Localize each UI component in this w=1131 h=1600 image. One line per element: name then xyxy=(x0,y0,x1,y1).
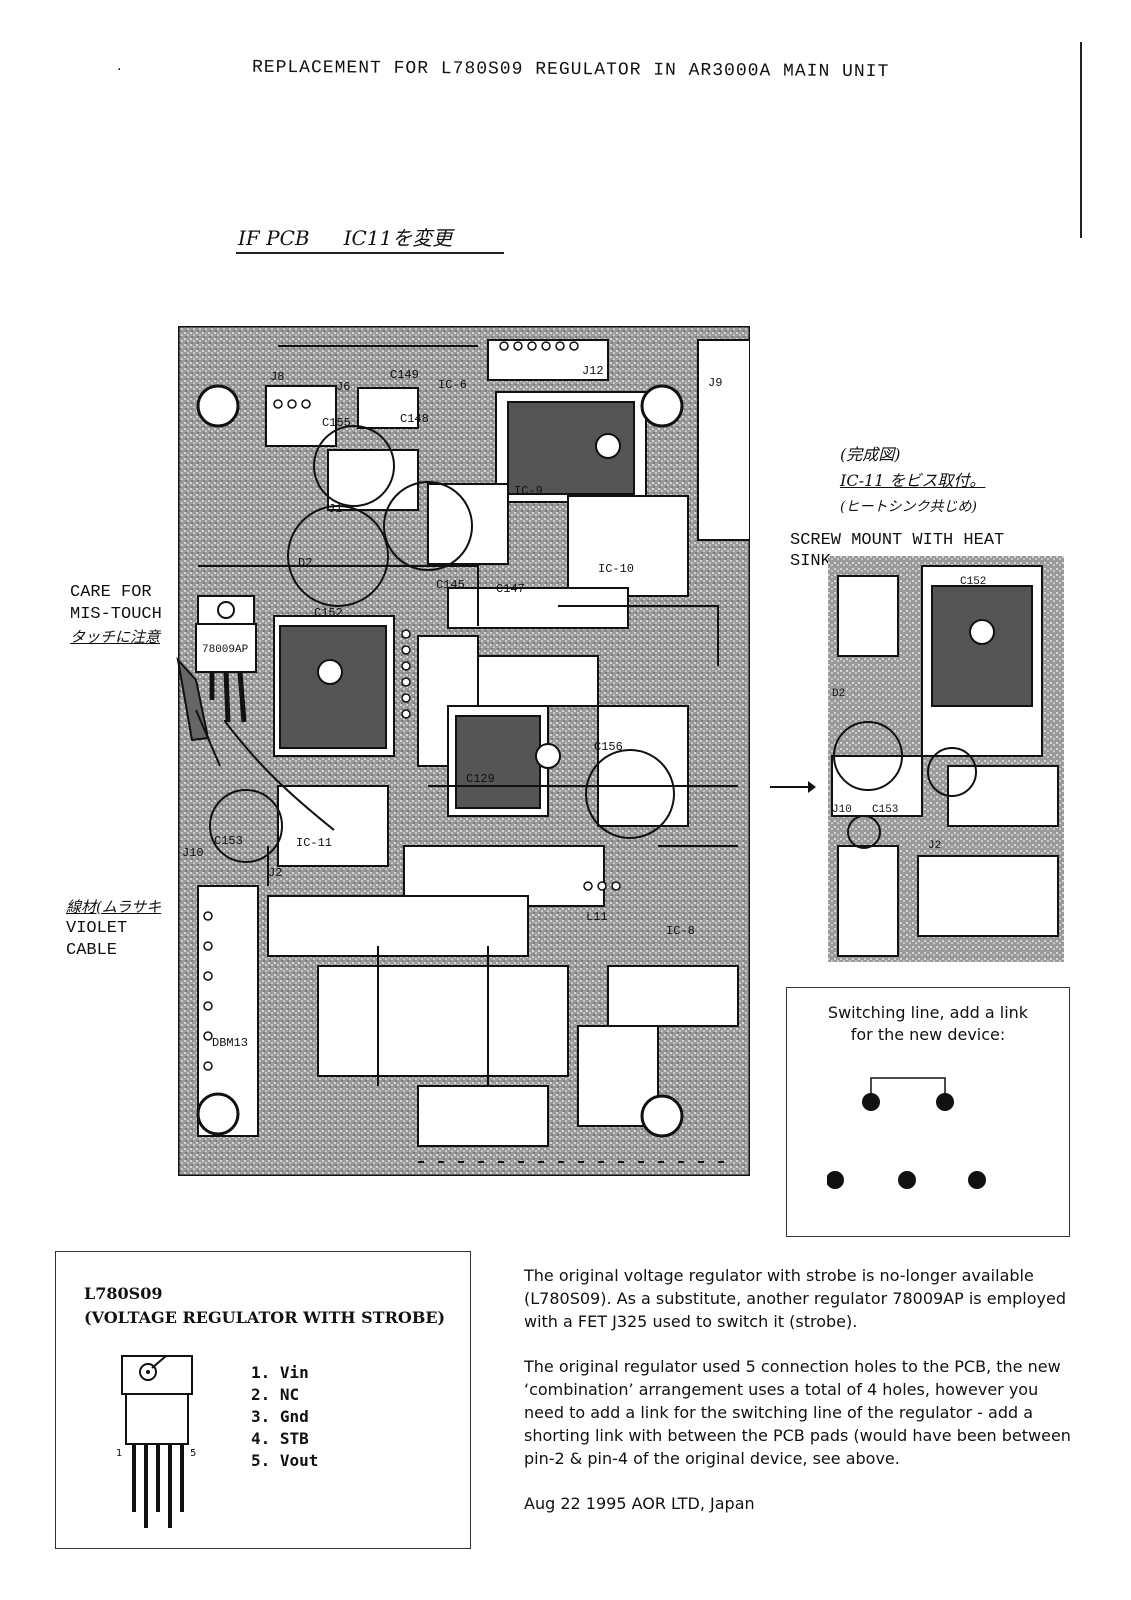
pcb-label: IC-10 xyxy=(598,562,634,576)
violet-note-jp: 線材(ムラサキ xyxy=(66,898,162,916)
violet-cable-note: 線材(ムラサキ VIOLET CABLE xyxy=(66,896,161,962)
pcb-label: J10 xyxy=(182,846,204,860)
pin-item: 3. Gnd xyxy=(251,1407,309,1426)
violet-line-1: VIOLET xyxy=(66,919,128,938)
regulator-pinout-box: L780S09 (VOLTAGE REGULATOR WITH STROBE) … xyxy=(55,1251,471,1549)
pcb-label: C129 xyxy=(466,772,495,786)
pin-item: 5. Vout xyxy=(251,1451,319,1470)
pad-dot xyxy=(862,1093,880,1111)
pcb-label: D2 xyxy=(298,556,312,570)
screw-line-1: SCREW MOUNT WITH HEAT xyxy=(790,531,1005,550)
description-paragraph-2: The original regulator used 5 connection… xyxy=(524,1357,1071,1468)
pin-mark-1: 1 xyxy=(116,1448,122,1459)
complete-jp-3: (ヒートシンク共じめ) xyxy=(840,499,977,515)
pcb-label: J2 xyxy=(268,866,282,880)
pin-list: 1. Vin 2. NC 3. Gnd 4. STB 5. Vout xyxy=(251,1362,318,1472)
pcb-label: C152 xyxy=(960,576,986,588)
switching-line-box: Switching line, add a link for the new d… xyxy=(786,987,1070,1237)
regulator-78009ap-drawing: 78009AP xyxy=(176,595,257,767)
pcb-label: J1 xyxy=(328,502,342,516)
description-paragraph-1: The original voltage regulator with stro… xyxy=(524,1266,1067,1331)
pin-item: 2. NC xyxy=(251,1385,300,1404)
pcb-label: J8 xyxy=(270,370,284,384)
violet-cable-line xyxy=(224,720,335,831)
regulator-package-icon: 1 5 xyxy=(116,1355,196,1528)
pad-dot xyxy=(898,1171,916,1189)
pcb-label: J6 xyxy=(336,380,350,394)
complete-jp-1: (完成図) xyxy=(840,445,901,464)
pcb-label: IC-11 xyxy=(296,836,332,850)
screw-line-2: SINK xyxy=(790,552,831,571)
pcb-label: J12 xyxy=(582,364,604,378)
pcb-label: D2 xyxy=(832,688,845,700)
pcb-label: J9 xyxy=(708,376,722,390)
pcb-label: C149 xyxy=(390,368,419,382)
care-line-1: CARE FOR xyxy=(70,583,152,602)
right-arrow-icon xyxy=(770,781,816,793)
pcb-main-drawing: J8 J6 J12 C149 IC-6 C155 C148 J9 J1 IC-9… xyxy=(178,326,750,1176)
stray-dot: · xyxy=(117,62,122,78)
pcb-completed-drawing: C152 D2 C153 J10 J2 xyxy=(828,556,1064,962)
regulator-marking: 78009AP xyxy=(202,644,249,656)
complete-jp-2: IC-11 をビス取付。 xyxy=(840,471,986,490)
pcb-label: C155 xyxy=(322,416,351,430)
link-wire xyxy=(870,1077,946,1098)
description-text: The original voltage regulator with stro… xyxy=(524,1264,1074,1537)
description-date: Aug 22 1995 AOR LTD, Japan xyxy=(524,1494,755,1513)
pad-dot xyxy=(936,1093,954,1111)
switching-line-2: for the new device: xyxy=(850,1025,1006,1044)
pin-item: 4. STB xyxy=(251,1429,309,1448)
pcb-label: C153 xyxy=(214,834,243,848)
pcb-label: C148 xyxy=(400,412,429,426)
pin-item: 1. Vin xyxy=(251,1363,309,1382)
page-edge-line xyxy=(1080,42,1082,238)
handwritten-underline xyxy=(236,252,504,254)
pcb-label: C147 xyxy=(496,582,525,596)
screw-mount-note: SCREW MOUNT WITH HEAT SINK xyxy=(790,530,1004,572)
care-note: CARE FOR MIS-TOUCH タッチに注意 xyxy=(70,582,162,648)
violet-line-2: CABLE xyxy=(66,941,118,960)
pcb-label: C156 xyxy=(594,740,623,754)
pcb-label: C145 xyxy=(436,578,465,592)
pad-link-diagram xyxy=(827,1077,986,1189)
regulator-title: L780S09 (VOLTAGE REGULATOR WITH STROBE) xyxy=(84,1282,445,1330)
completed-view-note: (完成図) IC-11 をビス取付。 (ヒートシンク共じめ) xyxy=(840,442,985,520)
pcb-label: IC-8 xyxy=(666,924,695,938)
regulator-part: L780S09 xyxy=(84,1284,163,1303)
pcb-label: DBM13 xyxy=(212,1036,248,1050)
switching-line-1: Switching line, add a link xyxy=(827,1003,1029,1022)
switching-line-text: Switching line, add a link for the new d… xyxy=(787,1002,1069,1046)
page-title: REPLACEMENT FOR L780S09 REGULATOR IN AR3… xyxy=(251,57,890,83)
pcb-label: J2 xyxy=(928,840,941,852)
handwritten-title-pcb: IF PCB xyxy=(238,226,310,250)
pcb-label: J10 xyxy=(832,804,852,816)
pcb-label: C153 xyxy=(872,804,898,816)
care-line-2: MIS-TOUCH xyxy=(70,605,162,624)
regulator-subtitle: (VOLTAGE REGULATOR WITH STROBE) xyxy=(84,1308,446,1327)
pin-mark-5: 5 xyxy=(190,1448,196,1459)
pcb-label: IC-9 xyxy=(514,484,543,498)
pad-dot xyxy=(968,1171,986,1189)
pcb-label: L11 xyxy=(586,910,608,924)
pad-dot xyxy=(827,1171,844,1189)
pcb-label: C152 xyxy=(314,606,343,620)
pcb-label: IC-6 xyxy=(438,378,467,392)
handwritten-title-ic: IC11を変更 xyxy=(343,226,453,250)
handwritten-title: IF PCB IC11を変更 xyxy=(238,222,486,251)
care-note-jp: タッチに注意 xyxy=(70,628,161,646)
